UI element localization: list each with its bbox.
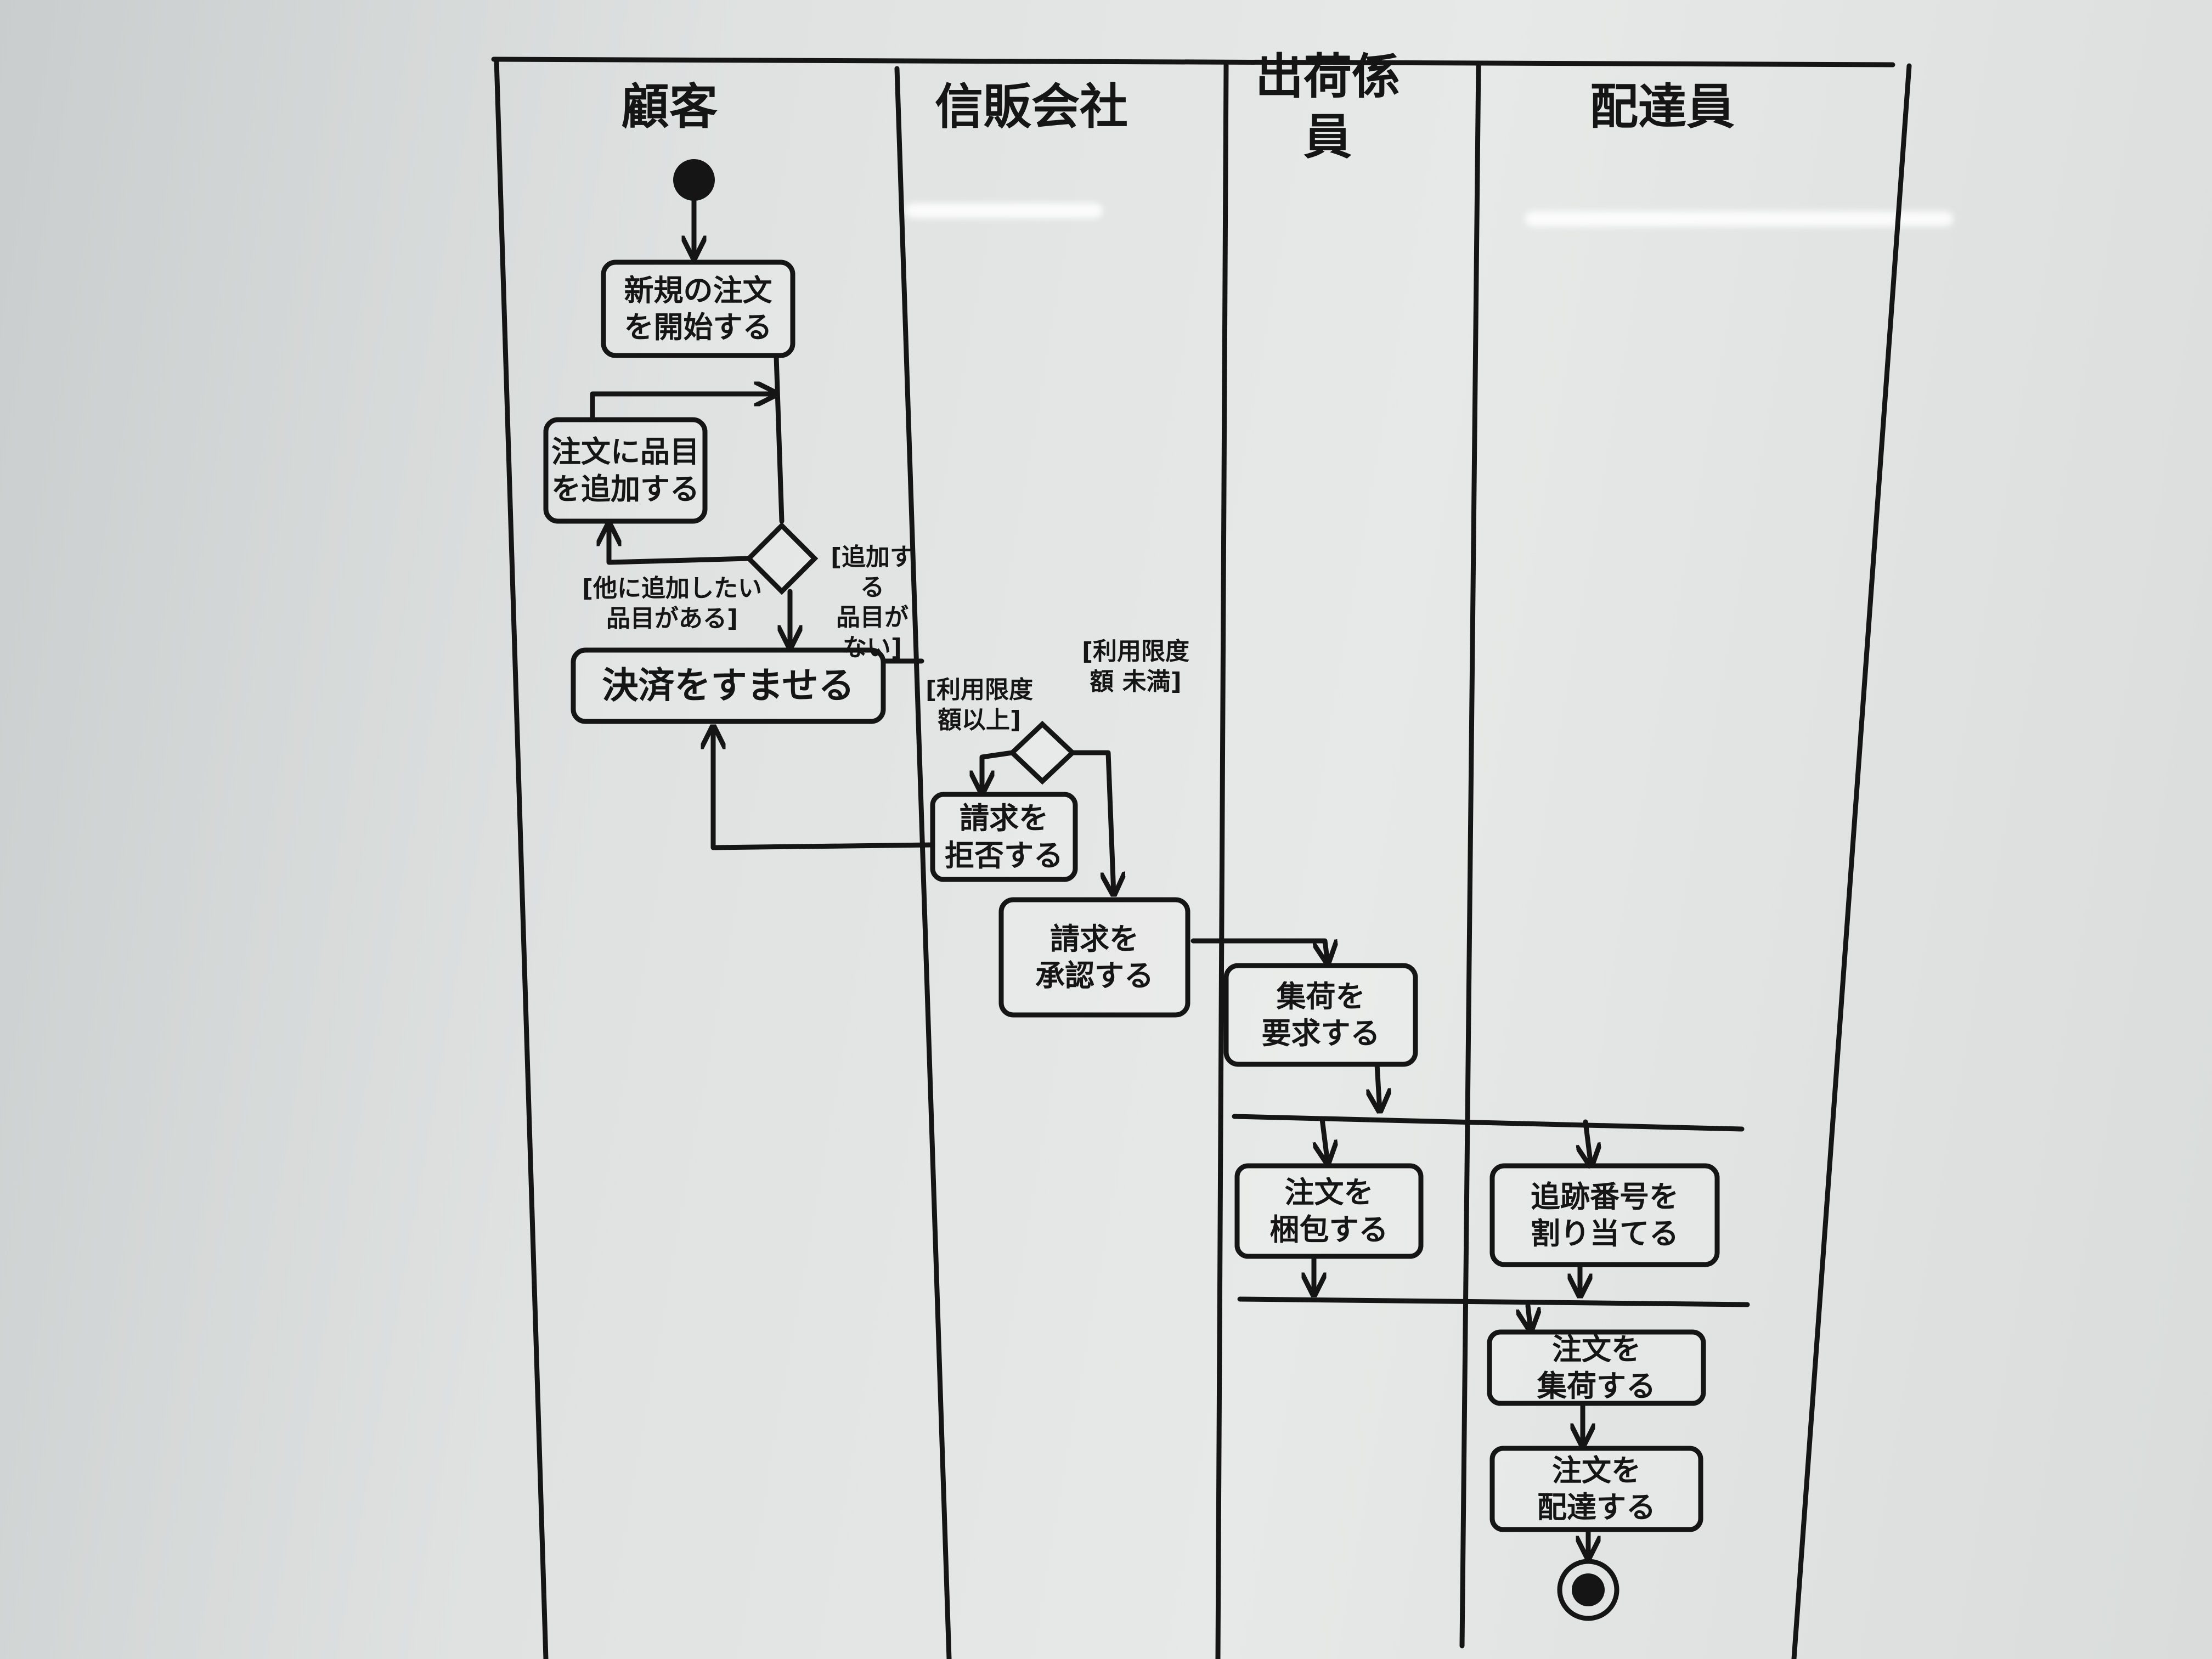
flow-arrow [609,521,752,565]
box-deliver [1489,1446,1703,1532]
box-pack [1234,1163,1424,1259]
light-reflection [905,203,1103,218]
activity-request-pickup: 集荷を 要求する [1261,979,1380,1051]
flow-arrow [982,750,1015,795]
flow-arrow [1585,1119,1591,1166]
end-node [1572,1573,1605,1606]
box-approve [998,897,1190,1018]
guard-under-limit: [利用限度 額 未満] [1081,637,1190,696]
guard-over-limit: [利用限度 額以上] [925,676,1034,734]
fork-bar [1232,1114,1745,1132]
light-reflection [1525,211,1953,227]
flow-arrow [1322,1116,1328,1163]
activity-reject: 請求を 拒否する [945,801,1063,873]
lane-divider [894,66,952,1659]
join-bar [1237,1296,1750,1307]
decision-credit-limit [1008,720,1076,785]
lane-divider [1459,62,1481,1649]
loop-arrow [590,394,779,422]
box-request-pickup [1223,963,1418,1067]
lane-title-delivery-person: 配達員 [1589,78,1735,135]
activity-start-order: 新規の注文 を開始する [624,273,772,345]
activity-assign-tracking: 追跡番号を 割り当てる [1531,1179,1679,1251]
decision-more-items [745,522,819,595]
lane-title-shipping-clerk: 出荷係員 [1255,48,1400,165]
box-start-order [601,259,795,358]
activity-collect: 注文を 集荷する [1537,1331,1656,1404]
box-assign-tracking [1489,1163,1720,1267]
flow-arrow [713,724,935,850]
lane-divider [494,58,549,1659]
flow-arrow [1070,750,1114,894]
flow-arrow [774,354,785,524]
lane-frame-top [491,57,1895,67]
flow-arrow [1528,1303,1531,1330]
lane-title-customer: 顧客 [620,78,718,135]
activity-deliver: 注文を 配達する [1537,1453,1656,1525]
box-add-item [543,417,708,524]
start-node [673,159,715,201]
lane-title-credit-company: 信販会社 [934,78,1128,135]
activity-pack: 注文を 梱包する [1269,1175,1389,1247]
box-checkout [571,647,886,724]
lane-divider [1215,62,1229,1659]
guard-more-items: [他に追加したい 品目がある] [582,574,763,633]
box-collect [1487,1329,1706,1406]
end-node-ring [1557,1559,1620,1621]
flow-arrow [1190,938,1328,963]
lane-divider [1791,63,1912,1659]
activity-add-item: 注文に品目 を追加する [551,435,699,506]
flow-arrow [1377,1062,1380,1111]
box-reject [930,792,1078,882]
guard-no-more-items: [追加する 品目が ない] [830,543,915,662]
activity-approve: 請求を 承認する [1035,921,1154,994]
activity-checkout: 決済をすませる [602,664,855,707]
